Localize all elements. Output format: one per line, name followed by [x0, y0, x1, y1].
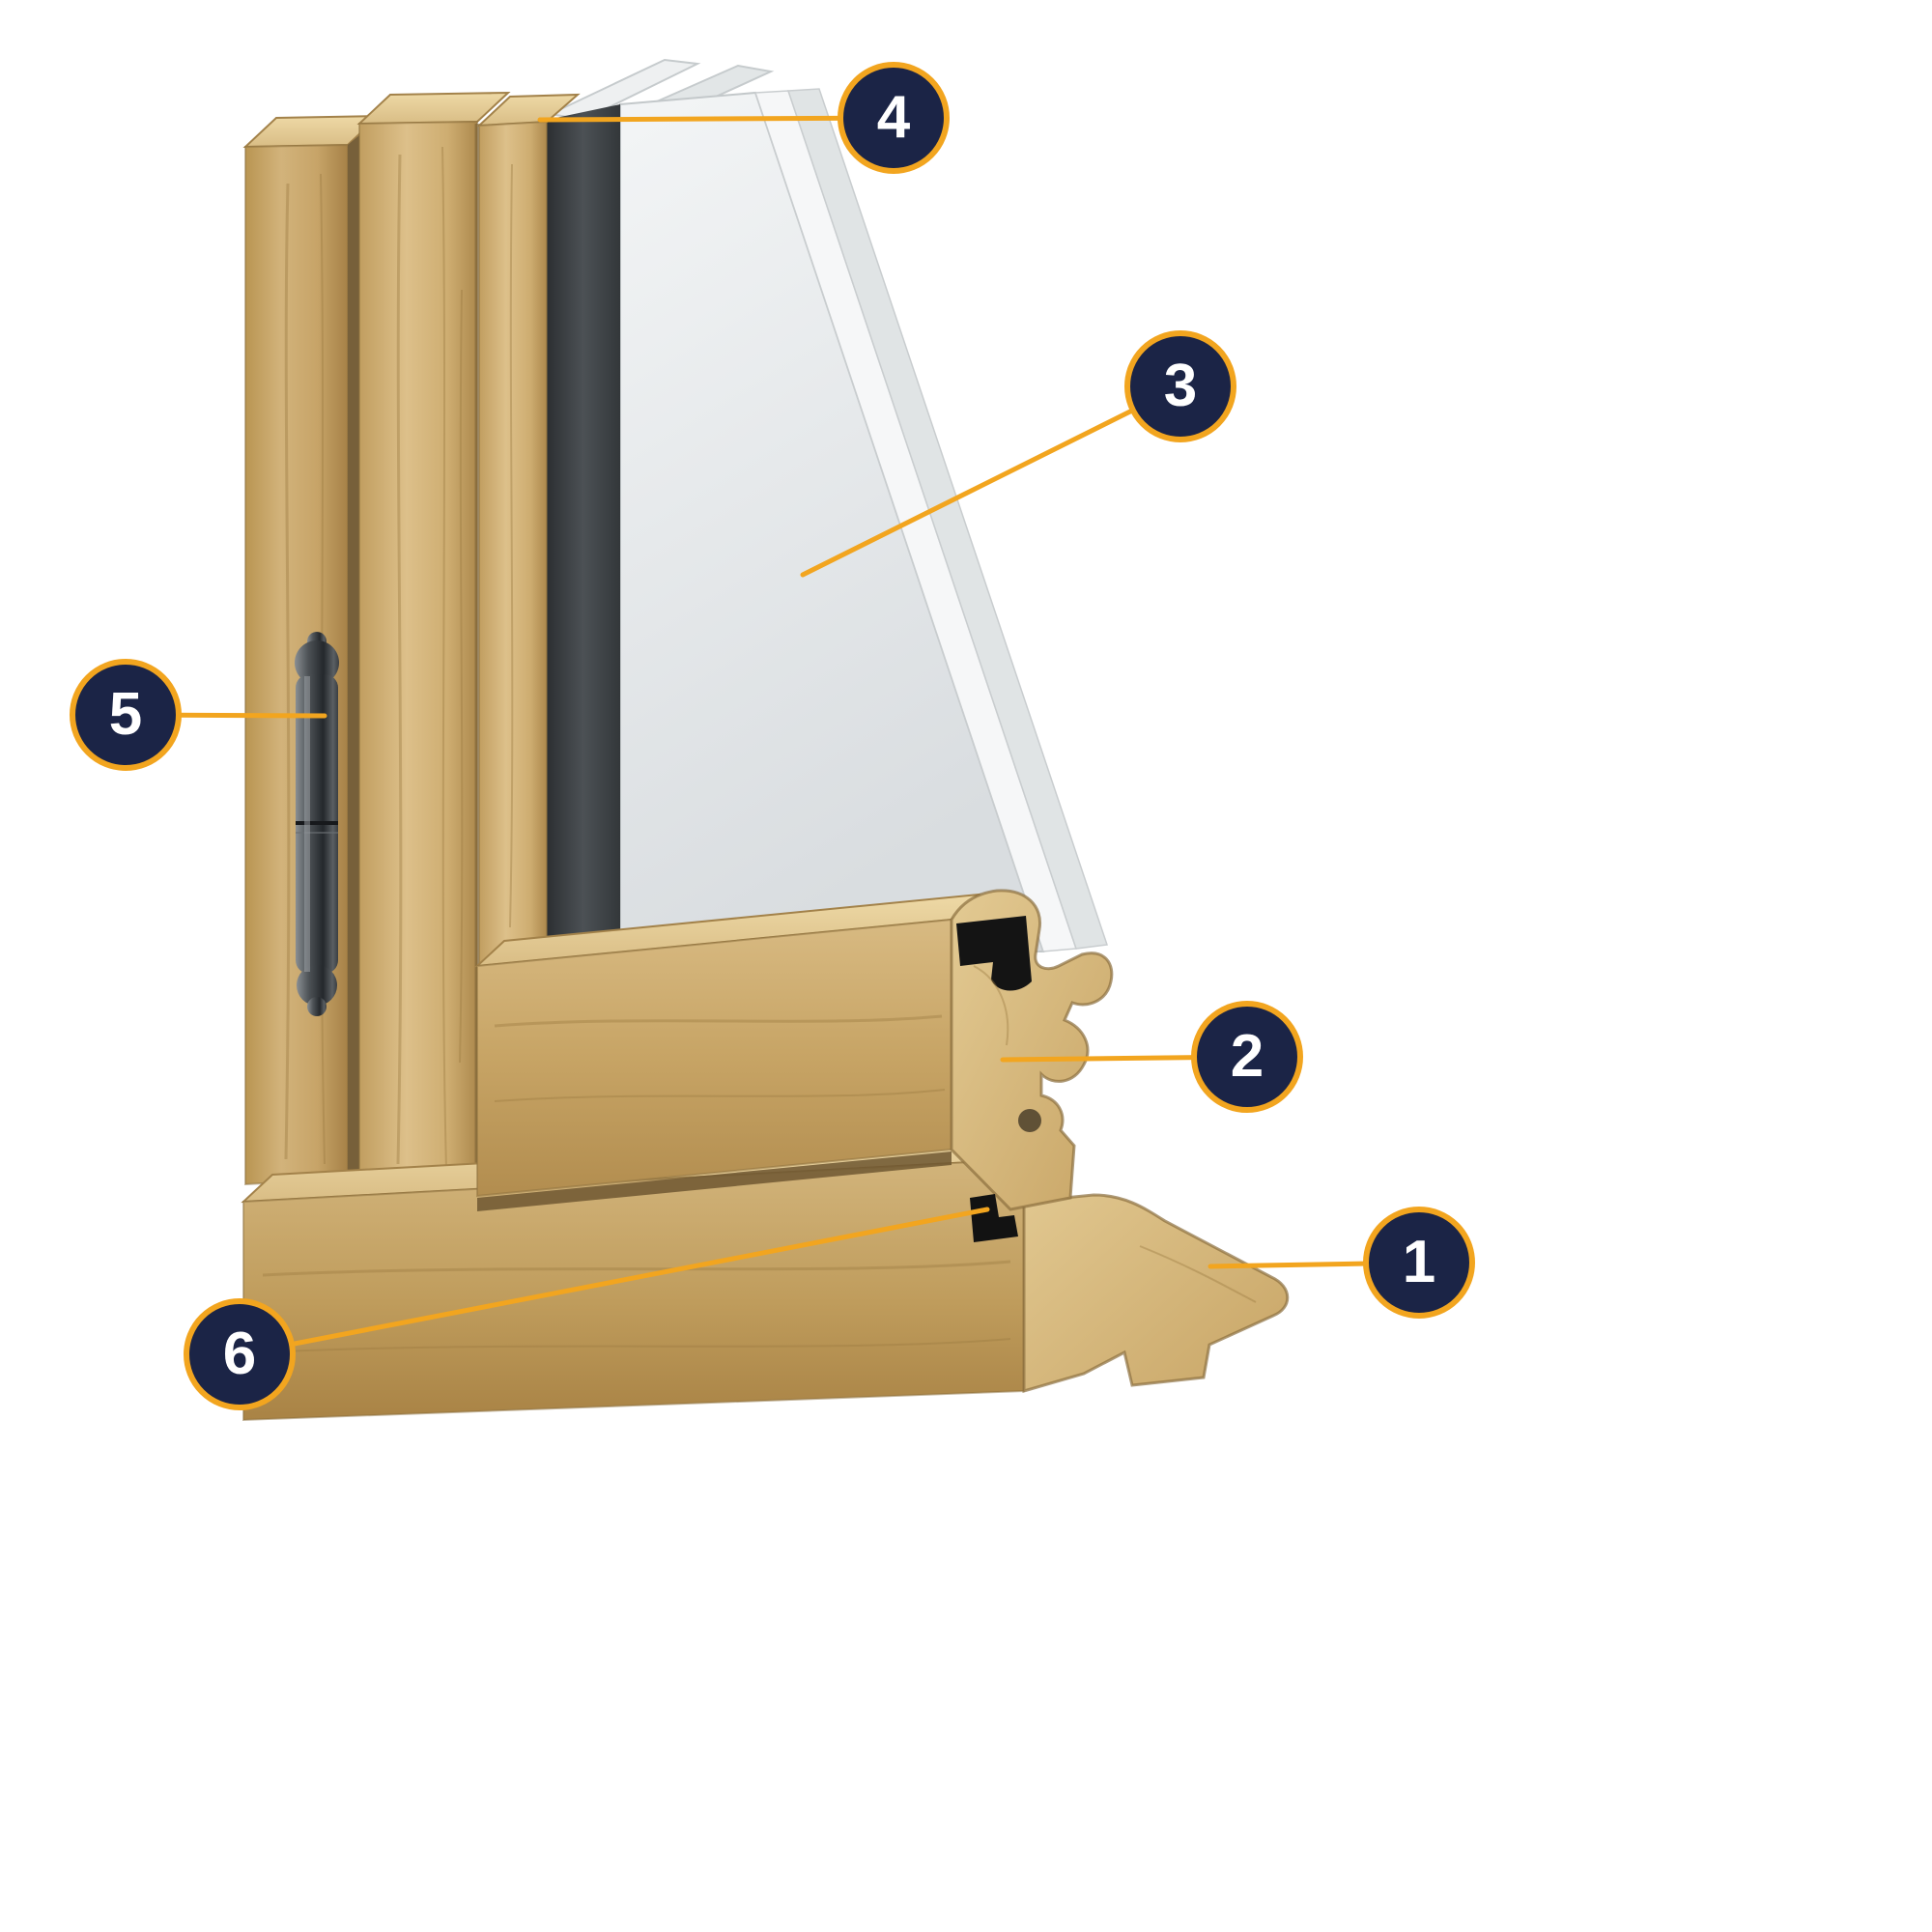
callout-6-label: 6 — [222, 1321, 257, 1387]
hinge — [295, 632, 339, 1016]
callout-5: 5 — [70, 659, 182, 771]
hardware-groove — [1018, 1109, 1041, 1132]
callout-2-label: 2 — [1230, 1023, 1264, 1090]
glazing-gasket — [956, 916, 1032, 991]
callout-5-label: 5 — [108, 681, 143, 748]
rail-front-face — [476, 918, 952, 1198]
joint-shadow — [477, 1151, 952, 1211]
glass-cut-edge-2 — [786, 88, 1109, 950]
hinge-finial-top-ball — [295, 640, 339, 685]
glazing-unit — [547, 58, 1109, 952]
sill-front-face — [242, 1157, 1025, 1422]
leader-line-6 — [237, 1207, 990, 1357]
callout-1-label: 1 — [1402, 1229, 1436, 1295]
sill-nose-profile — [1022, 1153, 1290, 1393]
callout-2: 2 — [1191, 1001, 1303, 1113]
callout-6: 6 — [184, 1298, 296, 1410]
frame-sash-gap — [348, 135, 359, 1179]
leader-line-3 — [800, 384, 1183, 578]
glazing-spacer — [547, 104, 620, 966]
sash-stile — [358, 120, 478, 1178]
callout-4: 4 — [838, 62, 950, 174]
callout-4-label: 4 — [876, 84, 911, 151]
callout-1: 1 — [1363, 1207, 1475, 1319]
callout-3-label: 3 — [1163, 353, 1198, 419]
glazing-bead — [478, 120, 548, 974]
leader-line-4 — [537, 115, 896, 123]
hinge-finial-bottom-ball — [297, 965, 337, 1006]
weather-seal — [970, 1194, 1018, 1242]
rail-end-profile — [950, 889, 1114, 1211]
sash-frame-joint — [477, 1151, 1018, 1242]
hinge-finial-bottom-tip — [307, 997, 327, 1016]
sash-bottom-rail — [474, 889, 1114, 1211]
callout-3: 3 — [1124, 330, 1236, 442]
hinge-highlight — [304, 676, 310, 972]
